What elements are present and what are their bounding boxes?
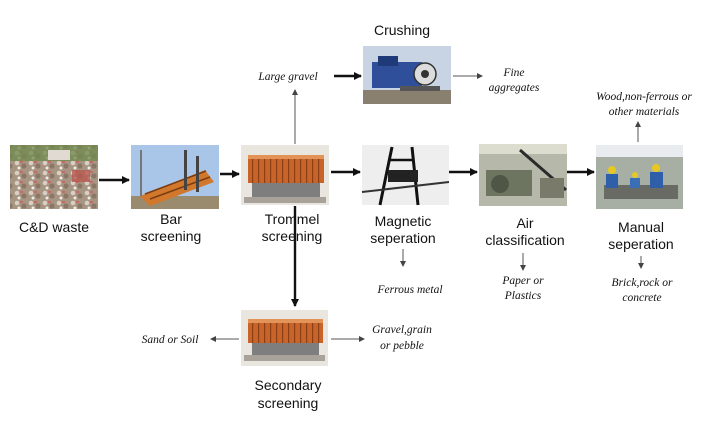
fine-aggregates-label-line2: aggregates xyxy=(489,82,540,94)
secondary-trommel-photo-icon xyxy=(241,310,328,366)
manual-label-line2: seperation xyxy=(608,236,673,252)
magnetic-label-line1: Magnetic xyxy=(375,213,432,229)
bar-screening-label-line1: Bar xyxy=(160,211,182,227)
manual-label-line1: Manual xyxy=(618,219,664,235)
brick-rock-label-line2: concrete xyxy=(622,292,661,304)
paper-plastics-label-line2: Plastics xyxy=(504,290,542,302)
wood-nonferrous-label-line1: Wood,non-ferrous or xyxy=(596,91,692,103)
brick-rock-label-line1: Brick,rock or xyxy=(612,277,673,289)
secondary-label-line2: screening xyxy=(258,395,319,411)
cd-waste-label: C&D waste xyxy=(19,219,89,235)
main-flow-arrows xyxy=(99,72,595,307)
trommel-photo-icon xyxy=(241,145,329,205)
ferrous-metal-label: Ferrous metal xyxy=(376,284,442,296)
magnetic-separator-photo-icon xyxy=(361,145,450,206)
bar-screening-label-line2: screening xyxy=(141,228,202,244)
large-gravel-label: Large gravel xyxy=(257,71,317,83)
trommel-label-line1: Trommel xyxy=(265,211,320,227)
sand-soil-label: Sand or Soil xyxy=(142,334,199,346)
fine-aggregates-label-line1: Fine xyxy=(502,67,524,79)
gravel-grain-label-line1: Gravel,grain xyxy=(372,324,432,336)
magnetic-label-line2: seperation xyxy=(370,230,435,246)
air-label-line2: classification xyxy=(485,232,564,248)
wood-nonferrous-label-line2: other materials xyxy=(609,106,680,118)
crusher-photo-icon xyxy=(363,46,451,104)
gravel-grain-label-line2: or pebble xyxy=(380,340,424,352)
air-label-line1: Air xyxy=(516,215,533,231)
manual-sorting-photo-icon xyxy=(596,145,683,209)
bar-screening-photo-icon xyxy=(131,145,219,209)
crushing-label: Crushing xyxy=(374,22,430,38)
air-classifier-photo-icon xyxy=(479,144,567,206)
cd-waste-photo-icon xyxy=(10,145,98,209)
output-arrows xyxy=(210,73,644,342)
secondary-label-line1: Secondary xyxy=(255,377,322,393)
paper-plastics-label-line1: Paper or xyxy=(501,275,544,287)
trommel-label-line2: screening xyxy=(262,228,323,244)
